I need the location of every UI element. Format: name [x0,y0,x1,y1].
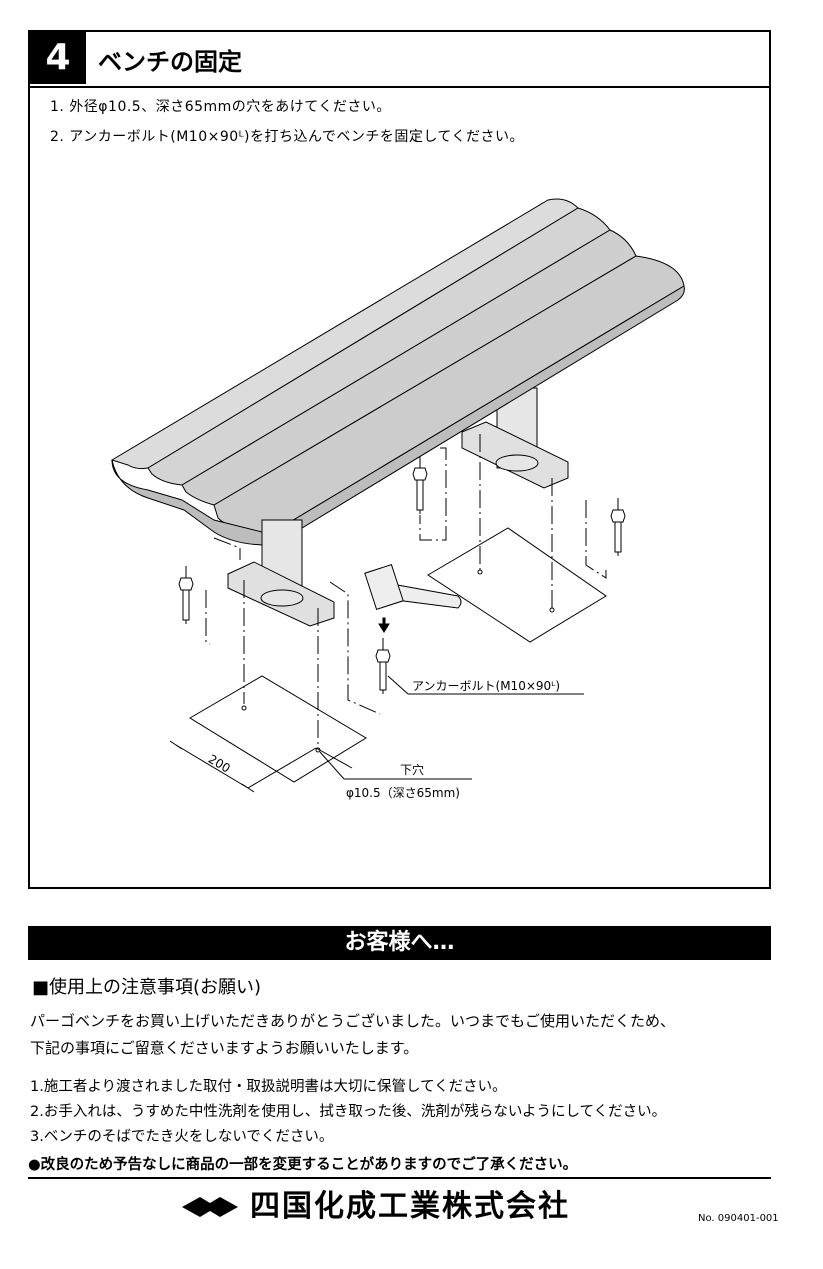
step-4-panel: 4 ベンチの固定 1. 外径φ10.5、深さ65mmの穴をあけてください。 2.… [28,30,771,889]
anchor-bolt-label: アンカーボルト(M10×90ᴸ) [412,679,560,693]
ground-plate-left [189,675,367,783]
company-name: 四国化成工業株式会社 [250,1189,570,1224]
anchor-bolt-1 [178,566,194,624]
step-header: 4 ベンチの固定 [30,32,769,88]
document-number: No. 090401-001 [698,1213,779,1224]
company-logo: 四国化成工業株式会社 [178,1187,628,1227]
bench-installation-diagram: アンカーボルト(M10×90ᴸ) 200 下穴 φ10.5（深さ65mm) [110,198,685,800]
hole-spec-label: φ10.5（深さ65mm) [346,786,460,800]
instruction-1: 1. 外径φ10.5、深さ65mmの穴をあけてください。 [50,99,391,115]
usage-notes-title: ■使用上の注意事項(お願い) [32,977,262,998]
company-emblem-icon [182,1197,238,1217]
hammer-icon [364,563,462,611]
note-item-2: 2.お手入れは、うすめた中性洗剤を使用し、拭き取った後、洗剤が残らないようにして… [30,1104,667,1120]
customer-header: お客様へ… [28,926,771,960]
instruction-2: 2. アンカーボルト(M10×90ᴸ)を打ち込んでベンチを固定してください。 [50,129,524,145]
footer-rule [28,1177,771,1179]
change-notice: ●改良のため予告なしに商品の一部を変更することがありますのでご了承ください。 [28,1157,578,1173]
anchor-bolt-4 [375,638,391,694]
anchor-bolt-3 [610,498,626,556]
dimension-200-label: 200 [206,752,233,776]
note-item-1: 1.施工者より渡されました取付・取扱説明書は大切に保管してください。 [30,1079,507,1095]
intro-line-1: パーゴベンチをお買い上げいただきありがとうございました。いつまでもご使用いただく… [30,1012,676,1030]
note-item-3: 3.ベンチのそばでたき火をしないでください。 [30,1129,334,1145]
ground-plate-right [427,527,607,643]
hole-label: 下穴 [400,762,424,777]
anchor-bolt-2 [412,456,428,514]
bench-seat [110,198,685,546]
step-title: ベンチの固定 [98,48,242,76]
intro-line-2: 下記の事項にご留意くださいますようお願いいたします。 [30,1039,419,1057]
step-number: 4 [30,32,86,84]
